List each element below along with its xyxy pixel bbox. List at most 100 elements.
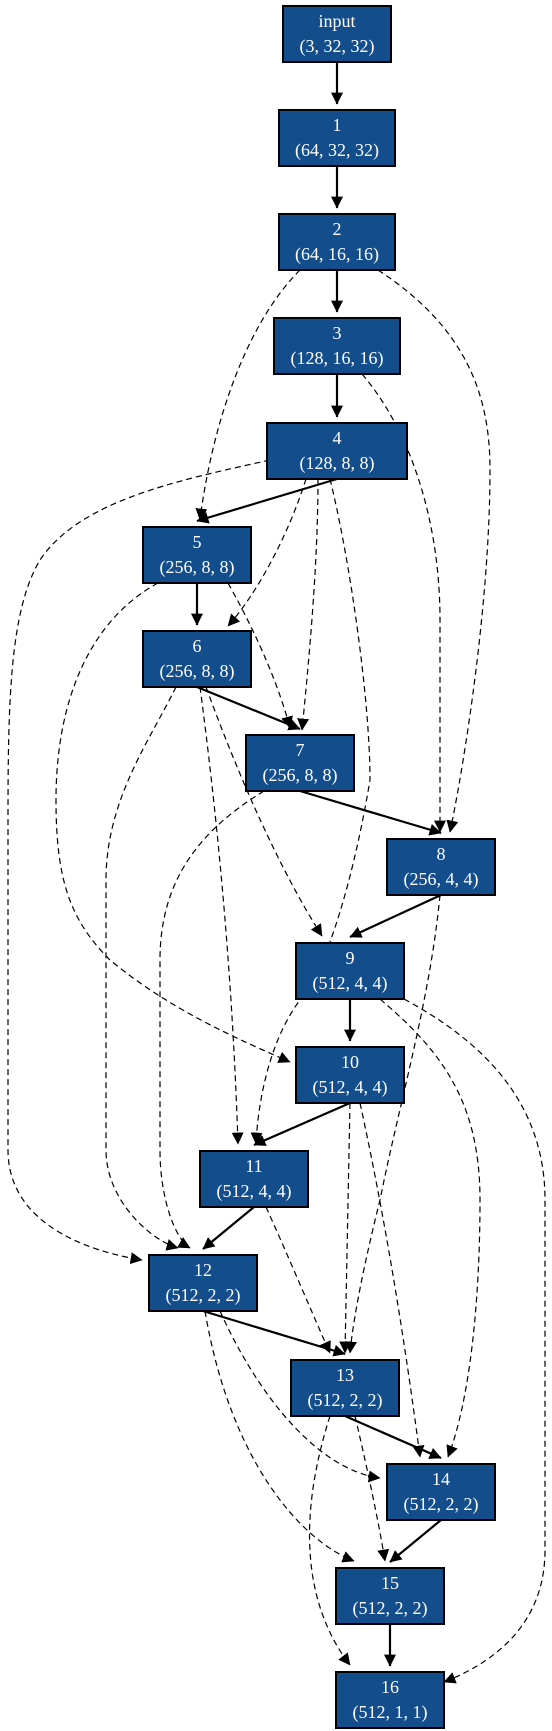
node-n7: 7 (256, 8, 8)	[245, 734, 355, 792]
node-box	[245, 734, 355, 792]
node-shape: (3, 32, 32)	[300, 36, 375, 57]
node-shape: (512, 1, 1)	[353, 1702, 428, 1723]
edge-n4-to-n6	[227, 478, 307, 627]
node-shape: (256, 8, 8)	[263, 765, 338, 786]
edge-n10-to-n14	[359, 1102, 425, 1458]
node-n15: 15 (512, 2, 2)	[335, 1567, 445, 1625]
node-shape: (512, 4, 4)	[217, 1181, 292, 1202]
edge-n5-to-n7	[227, 582, 293, 729]
node-label: 6	[193, 636, 202, 656]
node-n6: 6 (256, 8, 8)	[142, 630, 252, 688]
edge-n11-to-n12	[202, 1206, 255, 1250]
node-box	[142, 630, 252, 688]
edge-n12-to-n13	[202, 1309, 346, 1357]
node-label: 12	[194, 1260, 212, 1280]
node-n4: 4 (128, 8, 8)	[266, 422, 408, 480]
edge-n6-to-n9	[205, 686, 323, 937]
edge-n5-to-n10	[55, 582, 291, 1063]
node-shape: (512, 2, 2)	[353, 1598, 428, 1619]
node-label: 14	[432, 1469, 450, 1489]
node-label: 15	[381, 1573, 399, 1593]
node-shape: (512, 2, 2)	[404, 1494, 479, 1515]
node-box	[386, 838, 496, 896]
node-input: input (3, 32, 32)	[282, 5, 392, 63]
node-shape: (512, 4, 4)	[313, 973, 388, 994]
edge-n12-to-n14	[219, 1310, 381, 1483]
node-n12: 12 (512, 2, 2)	[148, 1254, 258, 1312]
node-label: 2	[333, 219, 342, 239]
edge-n4-to-n12	[7, 459, 271, 1265]
node-n5: 5 (256, 8, 8)	[142, 526, 252, 584]
edge-n10-to-n13	[339, 1102, 352, 1354]
edges-layer	[7, 62, 546, 1684]
node-label: 1	[333, 115, 342, 135]
edge-n7-to-n8	[299, 789, 442, 836]
edge-n10-to-n11	[253, 1101, 351, 1147]
edge-n6-to-n12	[105, 686, 179, 1251]
node-shape: (64, 32, 32)	[295, 140, 379, 161]
node-label: input	[318, 11, 355, 31]
node-box	[335, 1567, 445, 1625]
node-n9: 9 (512, 4, 4)	[295, 942, 405, 1000]
node-shape: (128, 16, 16)	[291, 348, 384, 369]
node-n13: 13 (512, 2, 2)	[290, 1359, 400, 1417]
edge-n9-to-n16	[403, 998, 546, 1684]
edge-n14-to-n15	[389, 1519, 442, 1563]
node-box	[278, 109, 396, 167]
node-label: 3	[333, 323, 342, 343]
node-box	[278, 213, 396, 271]
node-label: 16	[381, 1677, 399, 1697]
edge-n13-to-n14	[344, 1414, 442, 1460]
node-n2: 2 (64, 16, 16)	[278, 213, 396, 271]
node-box	[335, 1671, 445, 1729]
edge-n8-to-n9	[349, 894, 442, 938]
node-box	[273, 317, 401, 375]
node-shape: (64, 16, 16)	[295, 244, 379, 265]
node-shape: (128, 8, 8)	[300, 453, 375, 474]
node-label: 5	[193, 532, 202, 552]
node-box	[199, 1150, 309, 1208]
edge-n4-to-n11	[250, 478, 371, 1145]
node-shape: (512, 2, 2)	[166, 1285, 241, 1306]
edge-n12-to-n15	[204, 1310, 355, 1563]
node-n1: 1 (64, 32, 32)	[278, 109, 396, 167]
node-n8: 8(256, 4, 4)	[386, 838, 496, 896]
node-label: 9	[346, 948, 355, 968]
node-label: 13	[336, 1365, 354, 1385]
node-n11: 11 (512, 4, 4)	[199, 1150, 309, 1208]
node-n10: 10 (512, 4, 4)	[295, 1046, 405, 1104]
node-box	[290, 1359, 400, 1417]
node-n16: 16 (512, 1, 1)	[335, 1671, 445, 1729]
edge-n2-to-n5	[195, 269, 301, 521]
node-label: 8	[437, 844, 446, 864]
node-box	[386, 1463, 496, 1521]
node-shape: (256, 8, 8)	[160, 557, 235, 578]
node-box	[282, 5, 392, 63]
edge-n9-to-n14	[379, 998, 481, 1458]
edge-n4-to-n5	[196, 477, 338, 524]
edge-n13-to-n15	[354, 1415, 390, 1562]
edge-n13-to-n16	[308, 1415, 351, 1666]
edge-n2-to-n8	[377, 269, 491, 833]
edge-n6-to-n7	[196, 685, 301, 731]
node-label: 11	[245, 1156, 262, 1176]
node-label: 4	[333, 428, 342, 448]
edge-n7-to-n12	[159, 790, 265, 1249]
edge-n6-to-n11	[199, 686, 244, 1145]
node-shape: (512, 4, 4)	[313, 1077, 388, 1098]
edge-n11-to-n13	[265, 1206, 331, 1354]
edge-n8-to-n13	[345, 894, 441, 1354]
node-label: 10	[341, 1052, 359, 1072]
node-n14: 14 (512, 2, 2)	[386, 1463, 496, 1521]
node-shape: (512, 2, 2)	[308, 1390, 383, 1411]
edge-n4-to-n7	[297, 478, 319, 731]
nodes-layer: input (3, 32, 32) 1 (64, 32, 32) 2 (64, 16, 1…	[142, 5, 496, 1729]
node-box	[148, 1254, 258, 1312]
node-label: 7	[296, 740, 305, 760]
node-box	[142, 526, 252, 584]
node-shape: (256, 8, 8)	[160, 661, 235, 682]
edge-n3-to-n8	[361, 373, 446, 833]
node-box	[266, 422, 408, 480]
node-box	[295, 942, 405, 1000]
